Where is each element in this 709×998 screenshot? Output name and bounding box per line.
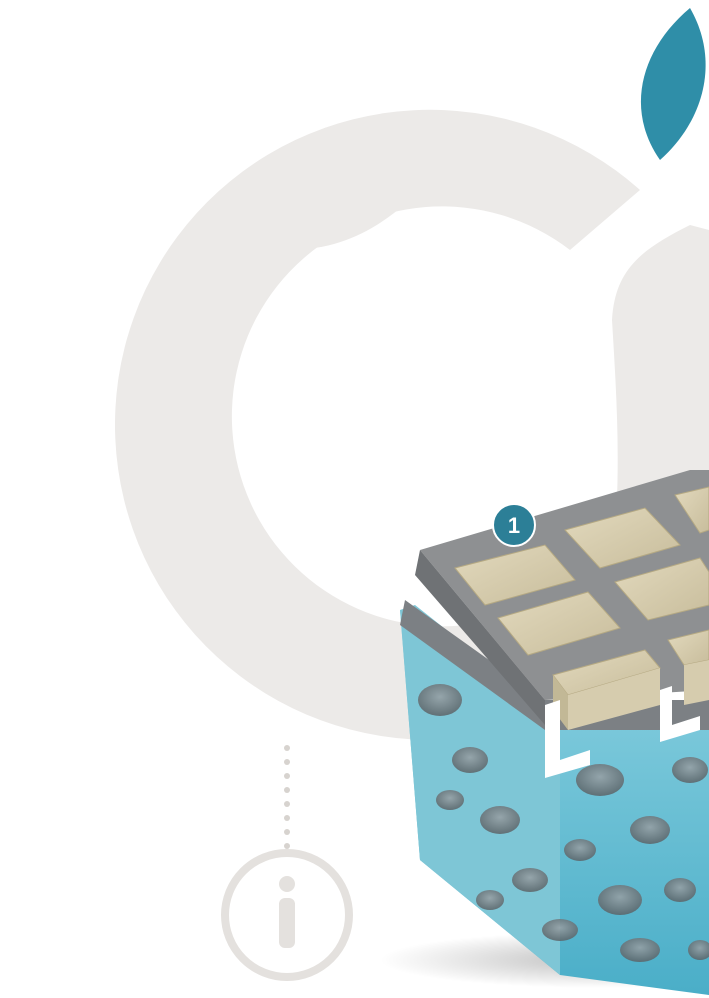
callout-number: 1 — [508, 513, 520, 538]
info-icon[interactable] — [225, 853, 349, 977]
teal-leaf-icon — [641, 8, 706, 160]
paving-cross-section — [380, 470, 709, 995]
dotted-connector — [284, 745, 290, 849]
callout-badge-1[interactable]: 1 — [493, 504, 535, 546]
